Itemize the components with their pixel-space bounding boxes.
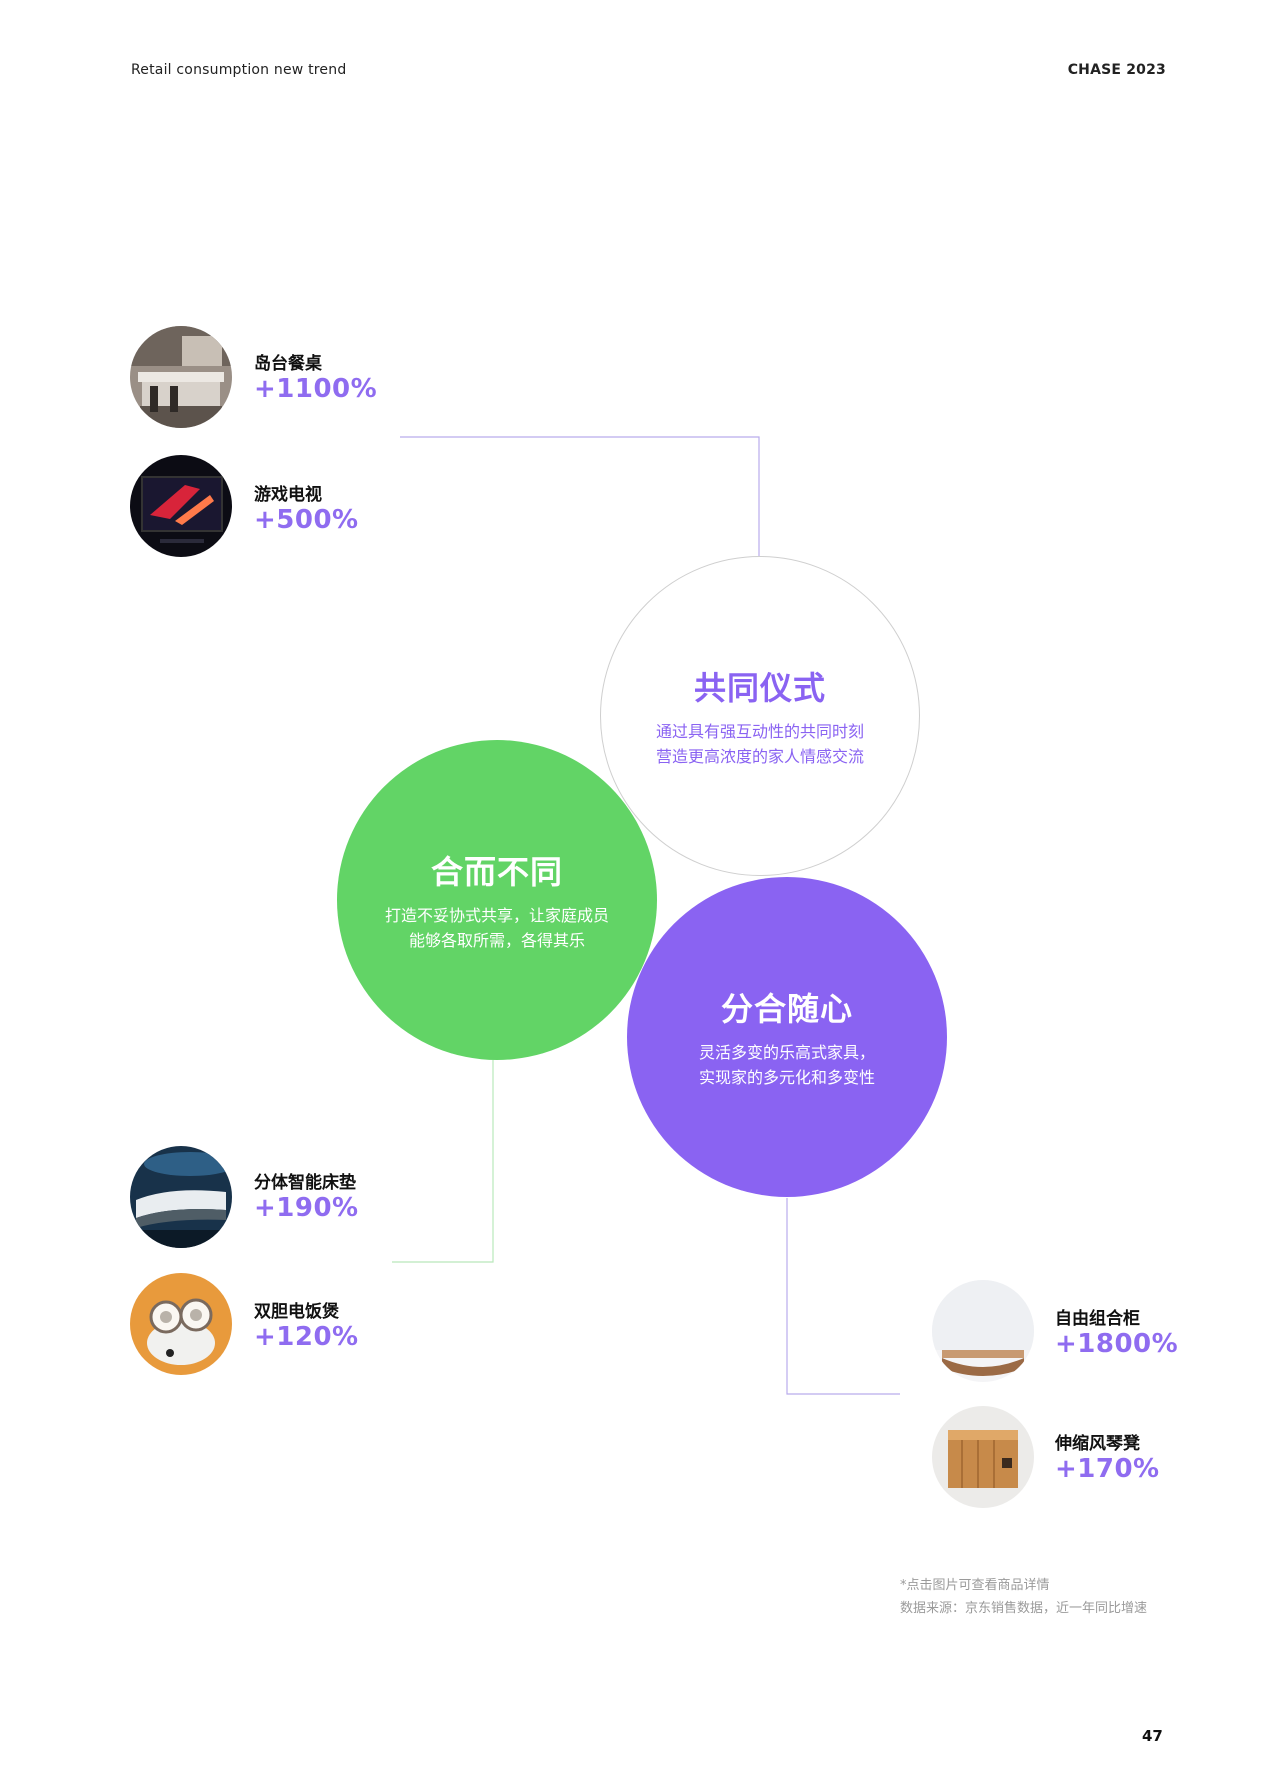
gaming-tv-photo[interactable] <box>130 455 232 557</box>
cabinet-photo[interactable] <box>932 1280 1034 1382</box>
product-growth: +120% <box>254 1322 359 1352</box>
connector-top <box>400 436 760 556</box>
connector-right <box>786 1198 900 1395</box>
product-name: 游戏电视 <box>254 485 322 505</box>
circle-desc-line: 通过具有强互动性的共同时刻 <box>655 722 864 741</box>
connector-left <box>392 1060 494 1263</box>
circle-desc-line: 灵活多变的乐高式家具， <box>698 1043 875 1062</box>
circle-desc-line: 能够各取所需，各得其乐 <box>408 931 585 950</box>
product-name: 岛台餐桌 <box>254 354 322 374</box>
product-growth: +500% <box>254 505 359 535</box>
product-growth: +1800% <box>1055 1329 1179 1359</box>
circle-title: 共同仪式 <box>693 669 826 707</box>
rice-cooker-photo[interactable] <box>130 1273 232 1375</box>
page-number: 47 <box>1142 1727 1163 1745</box>
footnote-hint: *点击图片可查看商品详情 <box>900 1578 1050 1593</box>
island-table-photo[interactable] <box>130 326 232 428</box>
product-name: 双胆电饭煲 <box>254 1302 339 1322</box>
organ-stool-photo[interactable] <box>932 1406 1034 1508</box>
header-title: Retail consumption new trend <box>131 62 347 78</box>
circle-desc-line: 实现家的多元化和多变性 <box>698 1068 875 1087</box>
smart-mattress-photo[interactable] <box>130 1146 232 1248</box>
product-growth: +170% <box>1055 1454 1160 1484</box>
product-growth: +190% <box>254 1193 359 1223</box>
circle-title: 分合随心 <box>720 990 853 1028</box>
circle-shared-ritual: 共同仪式 通过具有强互动性的共同时刻 营造更高浓度的家人情感交流 <box>600 556 920 876</box>
circle-title: 合而不同 <box>430 853 563 891</box>
product-name: 分体智能床垫 <box>254 1173 356 1193</box>
circle-flexible-combination: 分合随心 灵活多变的乐高式家具， 实现家的多元化和多变性 <box>627 877 947 1197</box>
circle-desc-line: 打造不妥协式共享，让家庭成员 <box>384 906 609 925</box>
product-growth: +1100% <box>254 374 378 404</box>
product-name: 自由组合柜 <box>1055 1309 1140 1329</box>
footnote-source: 数据来源：京东销售数据，近一年同比增速 <box>900 1601 1148 1616</box>
header-brand: CHASE 2023 <box>1067 62 1166 78</box>
footnote: *点击图片可查看商品详情 数据来源：京东销售数据，近一年同比增速 <box>900 1574 1147 1620</box>
product-name: 伸缩风琴凳 <box>1055 1434 1140 1454</box>
circle-unified-difference: 合而不同 打造不妥协式共享，让家庭成员 能够各取所需，各得其乐 <box>337 740 657 1060</box>
circle-desc-line: 营造更高浓度的家人情感交流 <box>655 747 864 766</box>
